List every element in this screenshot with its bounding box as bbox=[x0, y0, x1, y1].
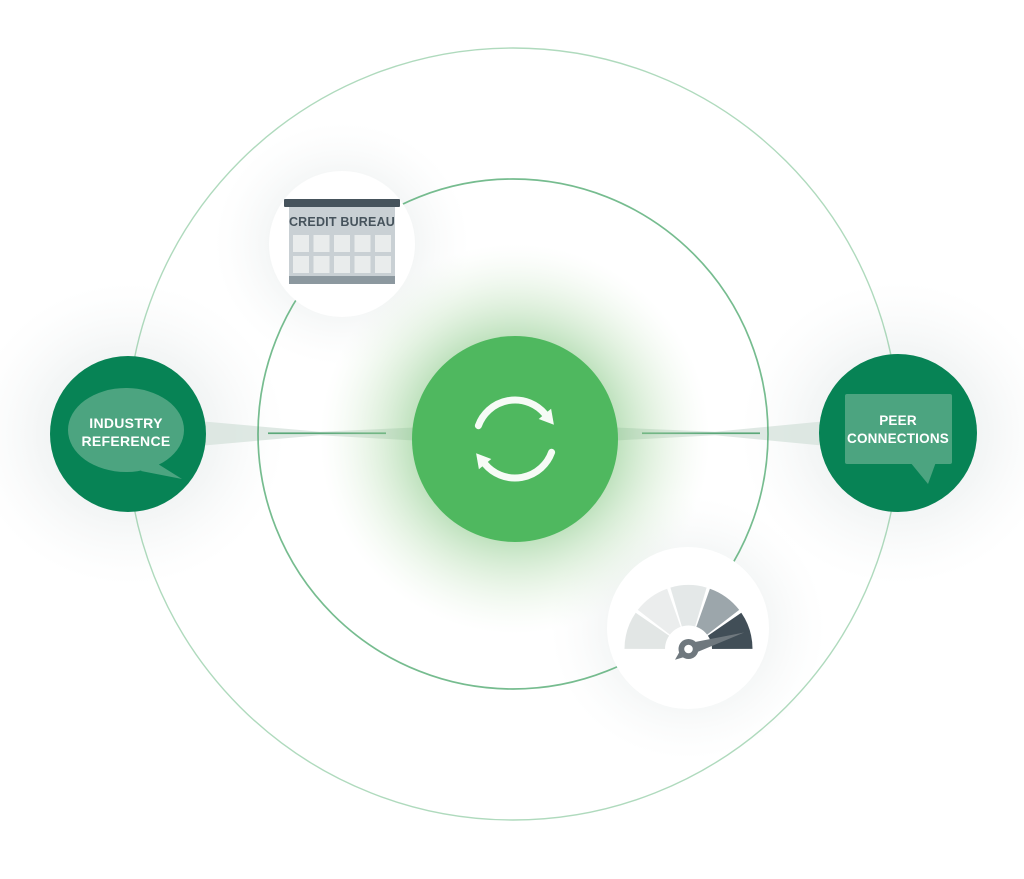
sync-arrowhead-bottom bbox=[476, 453, 492, 470]
industry-reference-label-line1: INDUSTRY bbox=[89, 415, 163, 431]
speech-bubble-body bbox=[845, 394, 952, 464]
gauge-hub-center bbox=[684, 644, 693, 654]
sync-arc-top bbox=[474, 396, 549, 430]
sync-refresh-icon bbox=[474, 396, 556, 482]
building-icon: CREDIT BUREAU bbox=[284, 199, 400, 284]
speech-bubble-rect-icon bbox=[845, 394, 952, 484]
building-window bbox=[313, 256, 330, 273]
building-roof bbox=[284, 199, 400, 207]
speech-bubble-ellipse-icon bbox=[68, 388, 184, 479]
gauge-icon bbox=[624, 584, 753, 673]
building-window bbox=[334, 256, 350, 273]
speech-bubble-tail bbox=[910, 462, 936, 484]
building-window bbox=[313, 235, 330, 252]
gauge-segment-3 bbox=[670, 584, 707, 649]
credit-bureau-label: CREDIT BUREAU bbox=[289, 215, 395, 229]
speech-bubble-body bbox=[68, 388, 184, 472]
gauge-node bbox=[607, 547, 769, 709]
building-base bbox=[289, 276, 395, 284]
orbit-inner-circle bbox=[257, 178, 769, 690]
building-window bbox=[375, 235, 391, 252]
building-window bbox=[354, 256, 371, 273]
peer-connections-label-line1: PEER bbox=[879, 413, 917, 428]
peer-connections-label-line2: CONNECTIONS bbox=[847, 431, 949, 446]
sync-arrowhead-top bbox=[538, 408, 554, 425]
industry-reference-node: INDUSTRY REFERENCE bbox=[50, 356, 206, 512]
credit-bureau-node: CREDIT BUREAU bbox=[269, 171, 415, 317]
building-window bbox=[334, 235, 350, 252]
building-window bbox=[293, 256, 309, 273]
speech-bubble-tail bbox=[141, 459, 182, 479]
center-circle bbox=[412, 336, 618, 542]
sync-arc-bottom bbox=[481, 448, 556, 482]
center-node bbox=[412, 336, 618, 542]
building-window bbox=[354, 235, 371, 252]
building-windows bbox=[293, 235, 391, 273]
building-window bbox=[375, 256, 391, 273]
peer-connections-node: PEER CONNECTIONS bbox=[819, 354, 977, 512]
building-window bbox=[293, 235, 309, 252]
industry-reference-label-line2: REFERENCE bbox=[81, 433, 170, 449]
